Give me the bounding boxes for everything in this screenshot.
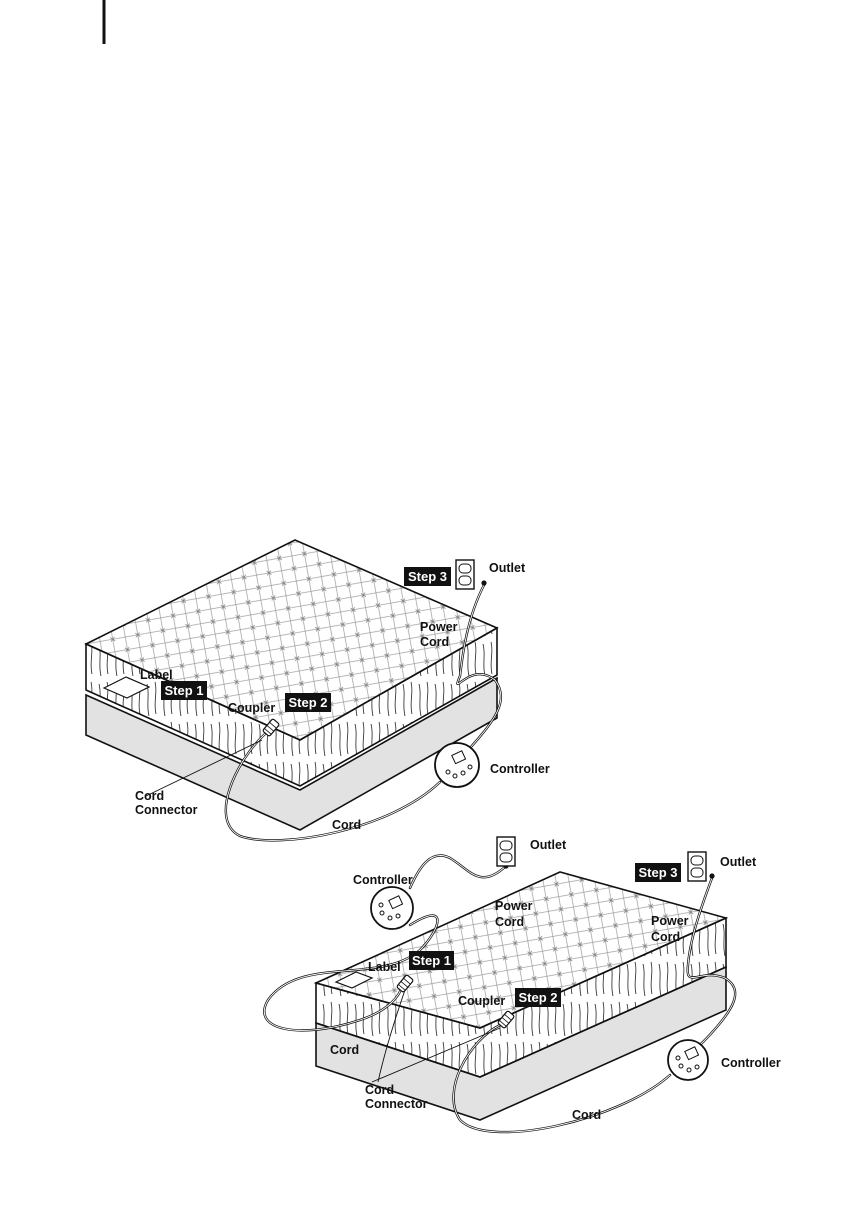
top-step-3-badge: Step 3 — [404, 567, 451, 586]
top-cord-connector-label-1: Cord — [135, 789, 164, 803]
top-power-cord-label-2: Cord — [420, 635, 449, 649]
svg-text:Step 3: Step 3 — [408, 569, 447, 584]
svg-text:Step 1: Step 1 — [412, 953, 451, 968]
top-step-1-badge: Step 1 — [161, 681, 207, 700]
top-label-label: Label — [140, 668, 173, 682]
bottom-power-cord-right-label-2: Cord — [651, 930, 680, 944]
top-coupler-label: Coupler — [228, 701, 275, 715]
bottom-cord-connector-label-2: Connector — [365, 1097, 428, 1111]
top-controller-label: Controller — [490, 762, 550, 776]
top-cord-connector-label-2: Connector — [135, 803, 198, 817]
bottom-cord-connector-label-1: Cord — [365, 1083, 394, 1097]
top-cord-label: Cord — [332, 818, 361, 832]
bottom-label-label: Label — [368, 960, 401, 974]
bottom-left-outlet-icon — [497, 837, 515, 866]
top-step-2-badge: Step 2 — [285, 693, 331, 712]
top-outlet-label: Outlet — [489, 561, 526, 575]
bottom-coupler-label: Coupler — [458, 994, 505, 1008]
bottom-step-2-badge: Step 2 — [515, 988, 561, 1007]
bottom-cord-label: Cord — [572, 1108, 601, 1122]
bottom-bed-diagram: Step 3 Step 1 Step 2 Outlet Outlet Contr… — [264, 837, 781, 1132]
top-controller-icon — [435, 743, 479, 787]
bottom-step-3-badge: Step 3 — [635, 863, 681, 882]
bottom-right-outlet-icon — [688, 852, 706, 881]
bottom-power-cord-left-label-1: Power — [495, 899, 533, 913]
svg-text:Step 2: Step 2 — [518, 990, 557, 1005]
bottom-controller-left-label: Controller — [353, 873, 413, 887]
top-bed-diagram: Step 3 Step 1 Step 2 Outlet Power Cord L… — [86, 540, 550, 840]
bottom-cord-left-label: Cord — [330, 1043, 359, 1057]
bottom-power-cord-left-label-2: Cord — [495, 915, 524, 929]
svg-text:Step 1: Step 1 — [164, 683, 203, 698]
bottom-outlet-right-label: Outlet — [720, 855, 757, 869]
bottom-right-controller-icon — [668, 1040, 708, 1080]
svg-text:Step 3: Step 3 — [638, 865, 677, 880]
svg-text:Step 2: Step 2 — [288, 695, 327, 710]
top-power-cord-label-1: Power — [420, 620, 458, 634]
bottom-step-1-badge: Step 1 — [409, 951, 454, 970]
bottom-controller-right-label: Controller — [721, 1056, 781, 1070]
bottom-outlet-left-label: Outlet — [530, 838, 567, 852]
bottom-left-controller-icon — [371, 887, 413, 929]
top-outlet-icon — [456, 560, 474, 589]
bottom-power-cord-right-label-1: Power — [651, 914, 689, 928]
